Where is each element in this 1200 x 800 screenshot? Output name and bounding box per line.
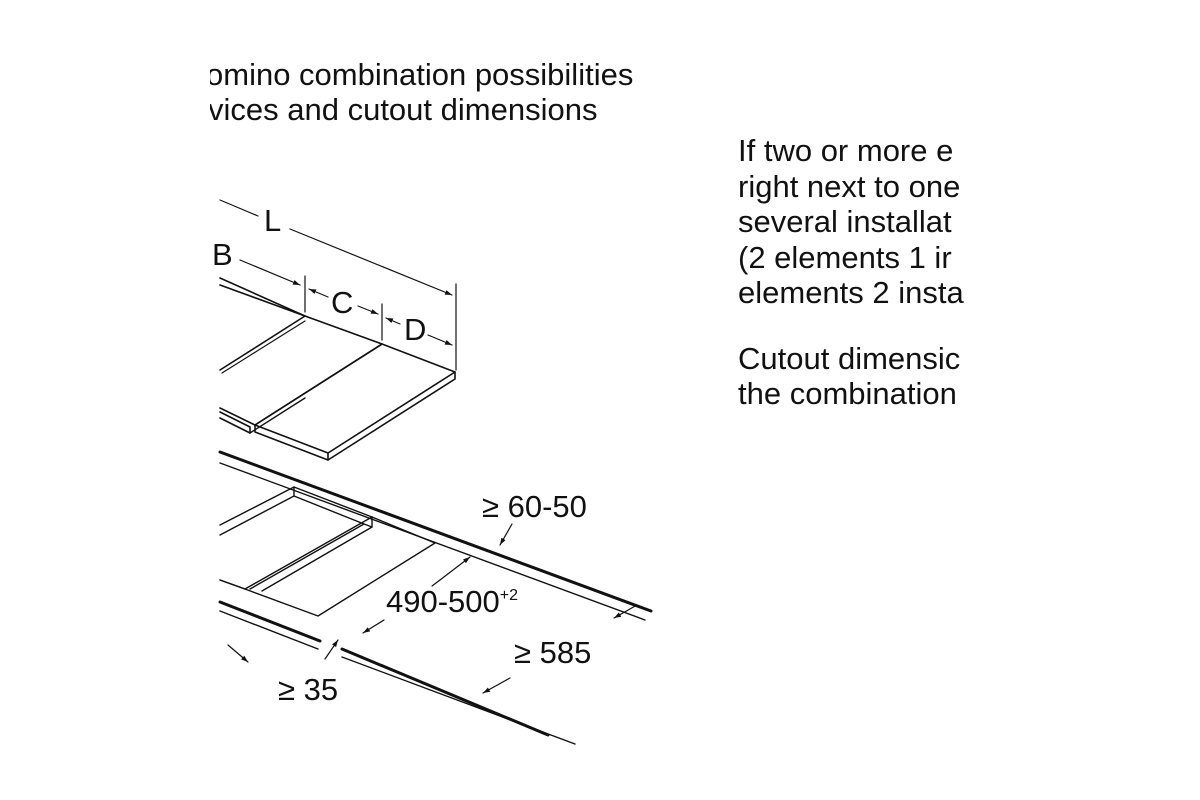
- dimension-D-line-right: [427, 334, 453, 346]
- hob-left-edge: [249, 397, 306, 434]
- dimension-490-500-line-top-leader: [431, 579, 441, 587]
- heading-line-1: omino combination possibilities: [210, 56, 730, 94]
- bottom-dimensions: [227, 523, 638, 694]
- label-490-500: 490-500+2: [386, 584, 518, 619]
- heading-line-1-text: omino combination possibilities: [210, 57, 634, 92]
- cutout-opening-middle: [219, 486, 373, 590]
- cutout-front-lip: [219, 579, 246, 590]
- description-text: If two or more e right next to one sever…: [738, 133, 980, 412]
- hob-panels: [219, 277, 456, 461]
- worktop-front-edge-left-inner: [219, 610, 319, 650]
- worktop-front-edge-left: [218, 600, 322, 643]
- worktop-front-edge-right-inner: [341, 656, 576, 745]
- dimension-L-line-right: [289, 228, 453, 296]
- dimension-35-line-right: [324, 639, 339, 660]
- hob-right-side: [327, 371, 456, 461]
- description-line: several installat: [738, 204, 952, 239]
- dimension-60-50-line: [499, 523, 513, 546]
- label-B: B: [212, 237, 233, 272]
- label-60-50: ≥ 60-50: [482, 489, 587, 524]
- description-line: If two or more e: [738, 133, 954, 168]
- worktop-cutout: [218, 450, 653, 745]
- hob-right-front: [254, 424, 329, 461]
- hob-middle-inner-edge: [221, 320, 306, 374]
- description-line: elements 2 insta: [738, 275, 964, 310]
- label-585: ≥ 585: [514, 635, 591, 670]
- dimension-C-line-right: [357, 305, 379, 315]
- dimension-585-line-bottom: [482, 677, 511, 694]
- label-C: C: [331, 285, 353, 320]
- dimension-L-line-left: [219, 199, 259, 217]
- description-line: the combination: [738, 376, 957, 411]
- dimension-B-line: [239, 259, 301, 286]
- label-D: D: [404, 312, 426, 347]
- hob-left-top: [219, 277, 306, 371]
- label-490-500-tolerance: +2: [500, 587, 518, 604]
- description-line: Cutout dimensic: [738, 340, 961, 376]
- heading-line-2-text: vices and cutout dimensions: [210, 92, 598, 127]
- label-490-500-value: 490-500: [386, 584, 500, 619]
- hob-middle-top: [219, 315, 383, 426]
- dimension-490-500-line-top: [439, 556, 471, 581]
- heading-line-2: vices and cutout dimensions: [210, 91, 730, 129]
- hob-left-front: [219, 411, 251, 434]
- dimension-490-500-line-bottom: [362, 619, 385, 634]
- description-paragraph-1: If two or more e right next to one sever…: [738, 133, 980, 311]
- dimension-D-line-left: [385, 317, 401, 325]
- dimension-35-line-left: [227, 644, 249, 663]
- dimension-585-line-top: [613, 604, 638, 619]
- dimension-C-line-left: [308, 288, 329, 298]
- label-35: ≥ 35: [278, 672, 338, 707]
- cutout-opening-left: [219, 486, 295, 536]
- description-line: right next to one: [738, 168, 961, 204]
- description-line: (2 elements 1 ir: [738, 239, 952, 275]
- hob-left-top-outline: [219, 284, 306, 317]
- description-paragraph-2: Cutout dimensic the combination: [738, 341, 980, 412]
- top-dimensions: [219, 199, 457, 371]
- worktop-back-edge: [218, 450, 653, 613]
- label-L: L: [264, 203, 281, 238]
